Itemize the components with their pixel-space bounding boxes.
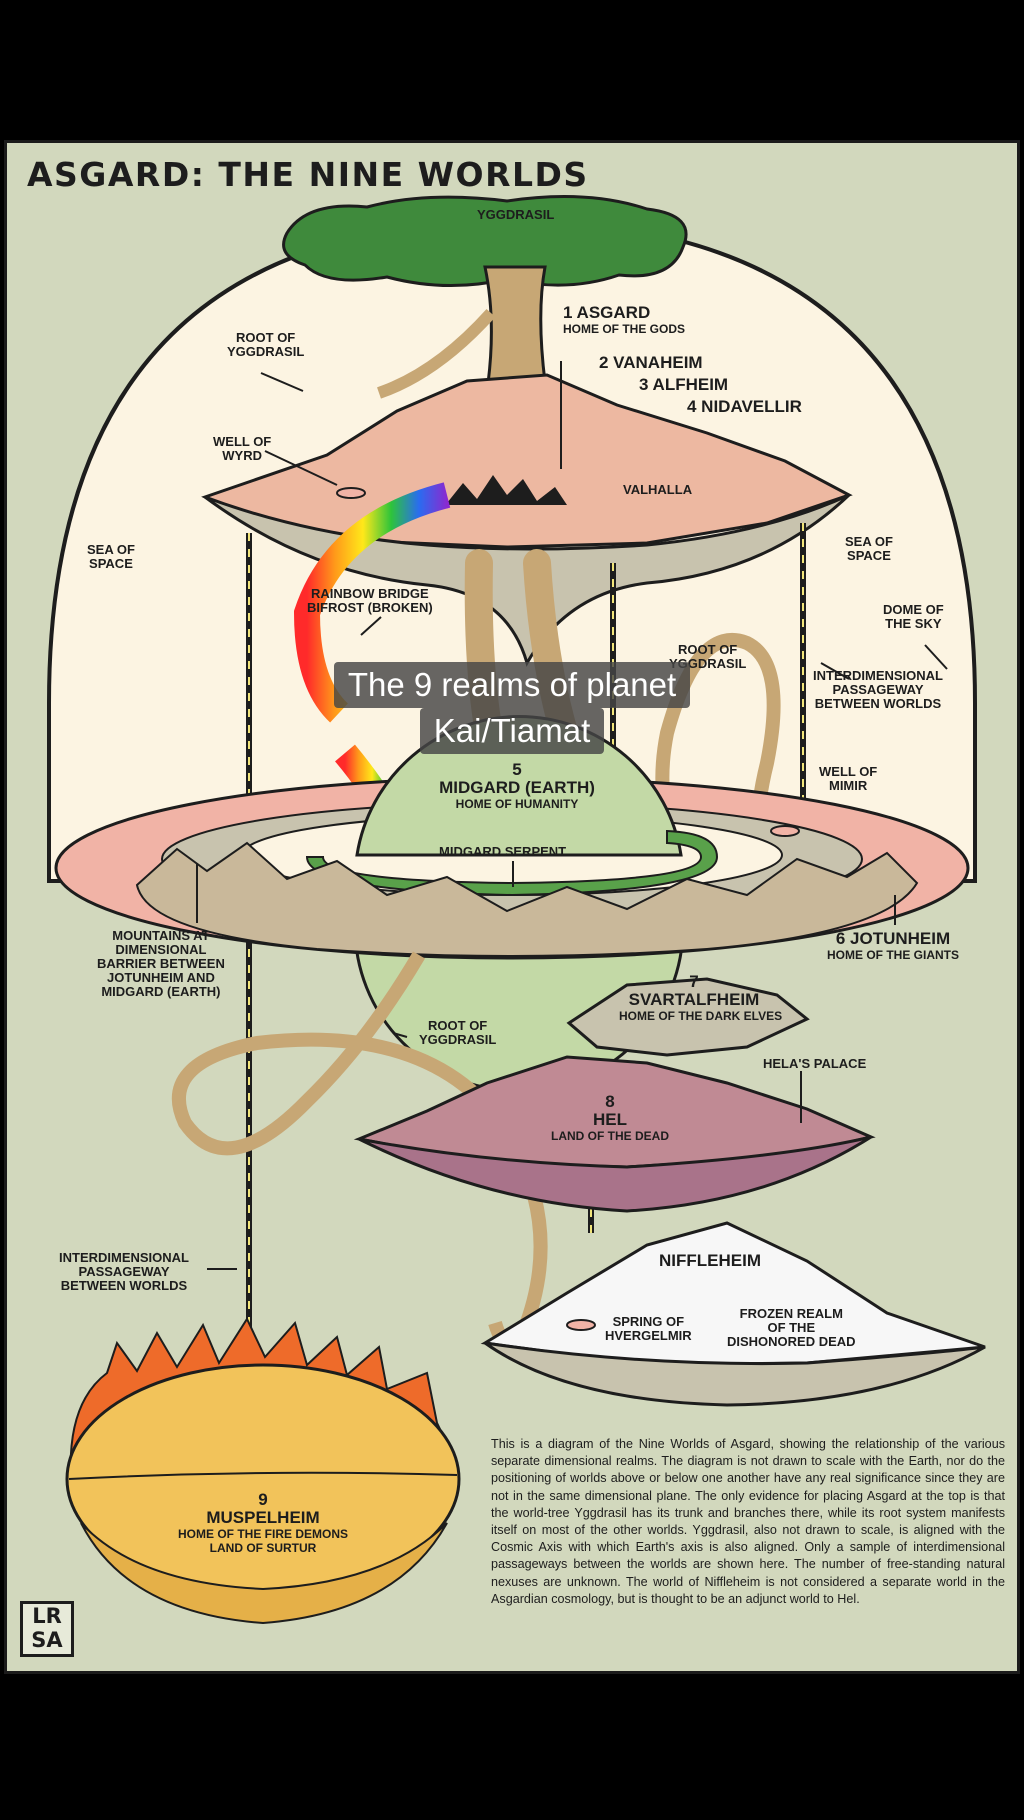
well-of-wyrd xyxy=(336,487,366,499)
label-niffleheim: NIFFLEHEIM xyxy=(659,1251,761,1270)
mountain-range-front xyxy=(135,841,919,957)
root-to-asgard xyxy=(377,308,496,399)
muspelheim-base xyxy=(80,1522,448,1625)
label-nidavellir: 4 NIDAVELLIR xyxy=(687,397,802,416)
label-yggdrasil: YGGDRASIL xyxy=(477,207,555,222)
overlay-line-2: Kai/Tiamat xyxy=(419,708,605,754)
yggdrasil-canopy xyxy=(282,195,688,287)
poster: ASGARD: THE NINE WORLDS YGGDRASIL ROOT O… xyxy=(4,140,1020,1674)
video-caption-overlay: The 9 realms of planet Kai/Tiamat xyxy=(0,662,1024,754)
page-title: ASGARD: THE NINE WORLDS xyxy=(27,155,589,194)
label-vanaheim: 2 VANAHEIM xyxy=(599,353,703,372)
label-helas-palace: HELA'S PALACE xyxy=(763,1056,867,1071)
hel-underside xyxy=(358,1135,872,1213)
nine-worlds-illustration xyxy=(47,195,986,1625)
niffleheim-underside xyxy=(484,1341,986,1407)
root-spiral-lower xyxy=(171,951,548,1353)
well-of-mimir xyxy=(770,825,800,837)
valhalla-city xyxy=(447,475,567,505)
rainbow-bridge xyxy=(293,482,451,723)
svartalfheim xyxy=(566,977,810,1057)
muspelheim-horizon xyxy=(68,1471,458,1480)
label-alfheim: 3 ALFHEIM xyxy=(639,375,729,394)
label-valhalla: VALHALLA xyxy=(623,482,693,497)
overlay-line-1: The 9 realms of planet xyxy=(333,662,691,708)
spring-of-hvergelmir xyxy=(566,1319,596,1331)
description-caption: This is a diagram of the Nine Worlds of … xyxy=(491,1437,1005,1606)
label-midgard-serpent: MIDGARD SERPENT xyxy=(439,844,567,859)
